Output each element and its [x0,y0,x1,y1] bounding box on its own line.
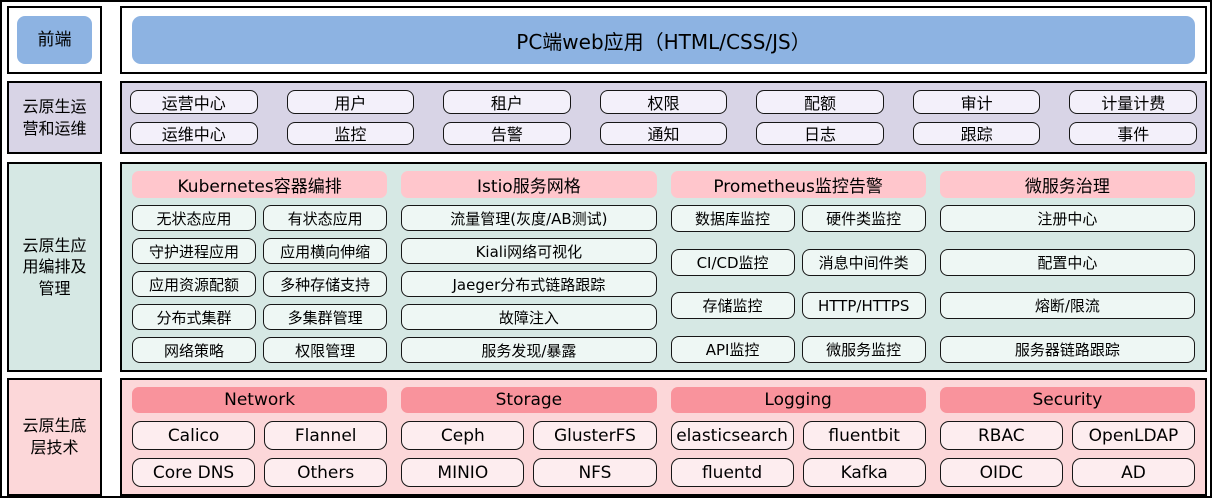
app-button: Kiali网络可视化 [401,238,657,264]
ops-button: 日志 [756,121,884,145]
microservice-items: 注册中心 配置中心 熔断/限流 服务器链路跟踪 [939,205,1195,363]
app-button: 应用横向伸缩 [263,238,388,264]
column-logging: Logging elasticsearch fluentbit fluentd … [670,387,926,487]
ops-button: 计量计费 [1069,90,1197,114]
infra-button: fluentbit [802,421,926,450]
frontend-chip: 前端 [17,16,92,64]
infra-button: Kafka [802,458,926,487]
column-header-storage: Storage [401,387,657,413]
infra-button: NFS [533,458,657,487]
infra-label: 云原生底层技术 [22,416,87,457]
ops-button: 告警 [443,121,571,145]
ops-section: 运营中心 用户 租户 权限 配额 审计 计量计费 运维中心 监控 告警 通知 日… [120,81,1207,154]
app-button: 熔断/限流 [939,292,1195,320]
infra-button: OpenLDAP [1071,421,1195,450]
label-app-management: 云原生应用编排及管理 [7,162,102,372]
column-header-kubernetes: Kubernetes容器编排 [132,171,388,198]
pc-web-app-banner: PC端web应用（HTML/CSS/JS） [132,16,1195,64]
app-button: 权限管理 [263,337,388,363]
label-ops: 云原生运营和运维 [7,81,102,154]
app-button: 配置中心 [939,248,1195,276]
app-button: 故障注入 [401,304,657,330]
kubernetes-items: 无状态应用 有状态应用 守护进程应用 应用横向伸缩 应用资源配额 多种存储支持 … [132,205,388,363]
column-header-logging: Logging [670,387,926,413]
app-button: API监控 [670,335,795,363]
app-button: 应用资源配额 [132,271,257,297]
app-grid: Kubernetes容器编排 无状态应用 有状态应用 守护进程应用 应用横向伸缩… [122,164,1205,370]
app-button: 消息中间件类 [801,248,926,276]
infra-button: AD [1071,458,1195,487]
app-button: 服务器链路跟踪 [939,335,1195,363]
app-section: Kubernetes容器编排 无状态应用 有状态应用 守护进程应用 应用横向伸缩… [120,162,1207,372]
column-header-prometheus: Prometheus监控告警 [670,171,926,198]
storage-items: Ceph GlusterFS MINIO NFS [401,421,657,487]
column-microservice-governance: 微服务治理 注册中心 配置中心 熔断/限流 服务器链路跟踪 [939,171,1195,363]
infra-button: Others [264,458,388,487]
prometheus-items: 数据库监控 硬件类监控 CI/CD监控 消息中间件类 存储监控 HTTP/HTT… [670,205,926,363]
infra-grid: Network Calico Flannel Core DNS Others S… [122,380,1205,494]
app-button: Jaeger分布式链路跟踪 [401,271,657,297]
ops-button: 审计 [912,90,1041,114]
infra-button: Core DNS [132,458,256,487]
app-button: 存储监控 [670,292,795,320]
column-header-network: Network [132,387,388,413]
app-button: 流量管理(灰度/AB测试) [401,205,657,231]
app-button: 网络策略 [132,337,257,363]
infra-button: RBAC [939,421,1063,450]
column-security: Security RBAC OpenLDAP OIDC AD [939,387,1195,487]
ops-button: 监控 [286,121,415,145]
infra-button: Ceph [401,421,525,450]
app-button: 硬件类监控 [801,205,926,232]
app-button: 守护进程应用 [132,238,257,264]
ops-button: 事件 [1069,121,1197,145]
security-items: RBAC OpenLDAP OIDC AD [939,421,1195,487]
frontend-label: 前端 [37,29,72,50]
frontend-banner-box: PC端web应用（HTML/CSS/JS） [120,6,1207,74]
app-button: HTTP/HTTPS [801,292,926,320]
app-button: 注册中心 [939,205,1195,232]
infra-button: GlusterFS [533,421,657,450]
ops-button: 运维中心 [130,121,258,145]
infra-button: fluentd [670,458,794,487]
infra-section: Network Calico Flannel Core DNS Others S… [120,378,1207,496]
column-header-istio: Istio服务网格 [401,171,657,198]
ops-button: 用户 [286,90,415,114]
infra-button: OIDC [939,458,1063,487]
infra-button: Flannel [264,421,388,450]
app-button: 服务发现/暴露 [401,337,657,363]
label-infra: 云原生底层技术 [7,378,102,496]
column-network: Network Calico Flannel Core DNS Others [132,387,388,487]
app-button: 数据库监控 [670,205,795,232]
infra-button: MINIO [401,458,525,487]
app-button: 有状态应用 [263,205,388,231]
column-istio: Istio服务网格 流量管理(灰度/AB测试) Kiali网络可视化 Jaege… [401,171,657,363]
ops-button: 运营中心 [130,90,258,114]
label-frontend-box: 前端 [7,6,102,74]
ops-button: 配额 [756,90,884,114]
app-label: 云原生应用编排及管理 [22,235,87,298]
ops-button: 租户 [443,90,571,114]
ops-grid: 运营中心 用户 租户 权限 配额 审计 计量计费 运维中心 监控 告警 通知 日… [122,83,1205,152]
istio-items: 流量管理(灰度/AB测试) Kiali网络可视化 Jaeger分布式链路跟踪 故… [401,205,657,363]
ops-button: 通知 [599,121,728,145]
app-button: 分布式集群 [132,304,257,330]
infra-button: elasticsearch [670,421,794,450]
ops-button: 权限 [599,90,728,114]
app-button: 无状态应用 [132,205,257,231]
column-prometheus: Prometheus监控告警 数据库监控 硬件类监控 CI/CD监控 消息中间件… [670,171,926,363]
column-kubernetes: Kubernetes容器编排 无状态应用 有状态应用 守护进程应用 应用横向伸缩… [132,171,388,363]
app-button: 微服务监控 [801,335,926,363]
column-storage: Storage Ceph GlusterFS MINIO NFS [401,387,657,487]
network-items: Calico Flannel Core DNS Others [132,421,388,487]
column-header-security: Security [939,387,1195,413]
infra-button: Calico [132,421,256,450]
column-header-microservice: 微服务治理 [939,171,1195,198]
ops-button: 跟踪 [912,121,1041,145]
app-button: CI/CD监控 [670,248,795,276]
logging-items: elasticsearch fluentbit fluentd Kafka [670,421,926,487]
ops-label: 云原生运营和运维 [22,96,87,138]
app-button: 多集群管理 [263,304,388,330]
app-button: 多种存储支持 [263,271,388,297]
